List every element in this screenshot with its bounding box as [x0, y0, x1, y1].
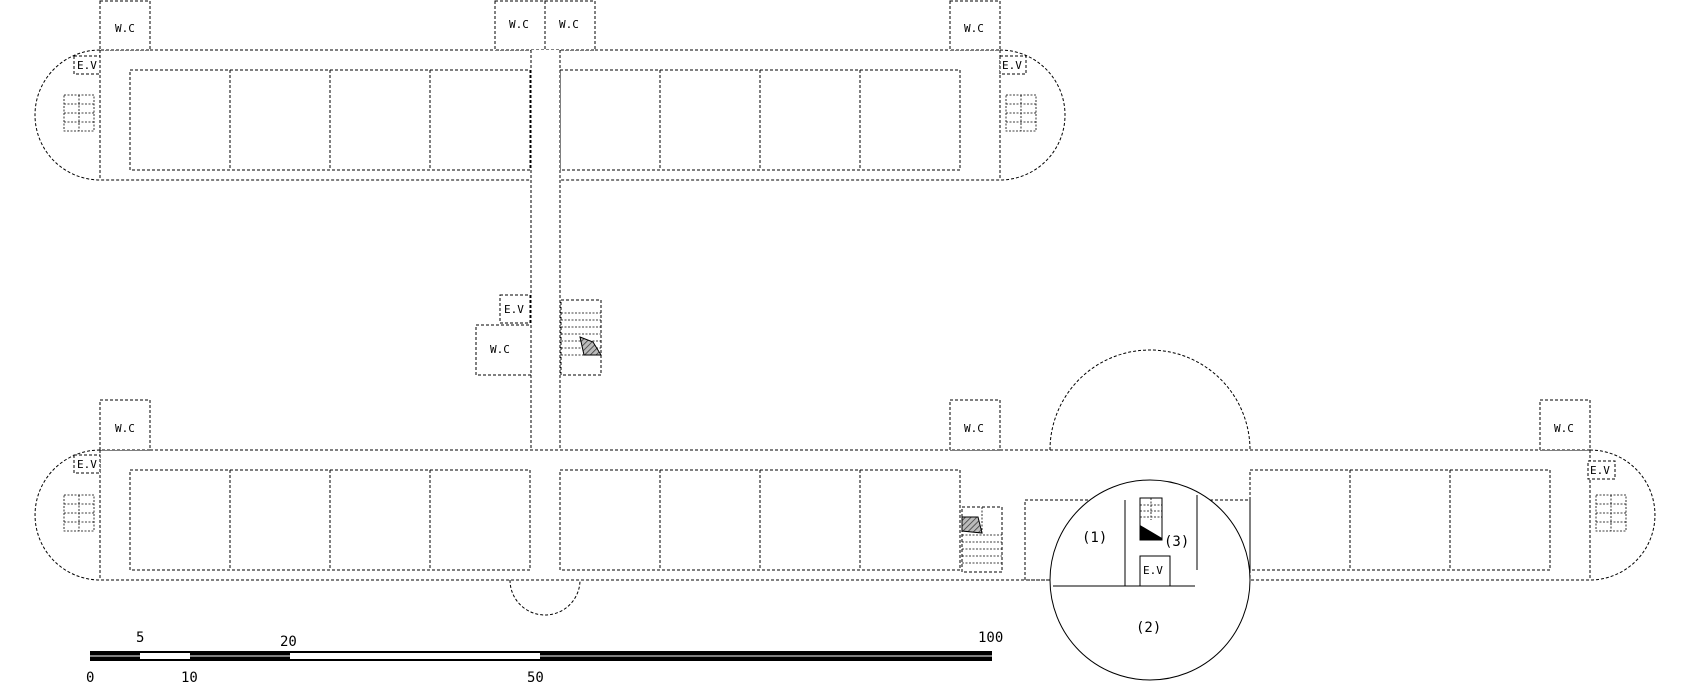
detail-zone-2-label: (2) [1136, 620, 1161, 636]
detail-callout: (1) (3) E.V (2) [1049, 479, 1251, 681]
scale-bar: 5 20 100 0 10 50 [86, 630, 1003, 686]
wc-label: W.C [559, 18, 579, 31]
detail-ev-label: E.V [1143, 564, 1163, 577]
scale-label: 10 [181, 670, 198, 686]
wc-label: W.C [115, 422, 135, 435]
central-corridor: E.V W.C [475, 50, 602, 450]
detail-zone-1-label: (1) [1082, 530, 1107, 546]
wc-label: W.C [490, 343, 510, 356]
scale-label: 5 [136, 630, 144, 646]
scale-label: 20 [280, 634, 297, 650]
ev-label: E.V [1002, 59, 1022, 72]
wc-label: W.C [509, 18, 529, 31]
ev-label: E.V [77, 59, 97, 72]
scale-label: 50 [527, 670, 544, 686]
wc-label: W.C [1554, 422, 1574, 435]
ev-label: E.V [77, 458, 97, 471]
ev-label: E.V [504, 303, 524, 316]
bottom-wing: W.C W.C W.C E.V E.V [34, 349, 1656, 616]
ev-label: E.V [1590, 464, 1610, 477]
wc-label: W.C [964, 422, 984, 435]
scale-label: 100 [978, 630, 1003, 646]
detail-zone-3-label: (3) [1164, 534, 1189, 550]
wc-label: W.C [964, 22, 984, 35]
wc-label: W.C [115, 22, 135, 35]
scale-label: 0 [86, 670, 94, 686]
